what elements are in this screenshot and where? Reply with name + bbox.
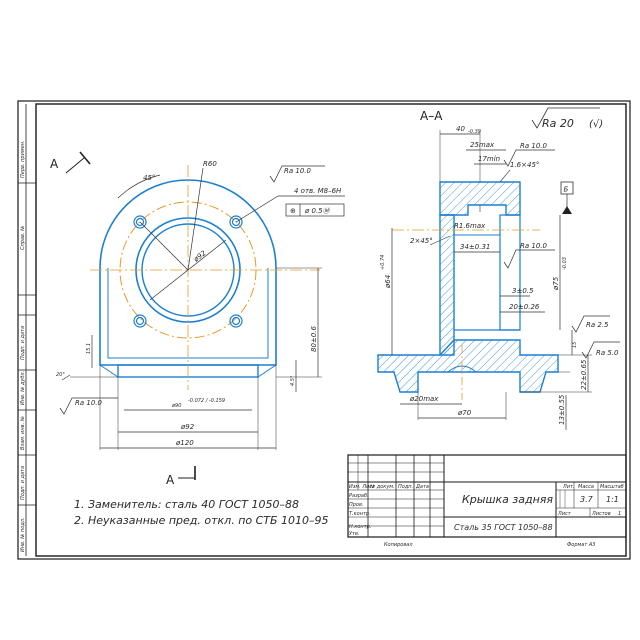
title-block (347, 454, 627, 538)
tb-izm: Изм. Лист (349, 484, 376, 490)
ra-sec-face: Ra 10.0 (520, 242, 548, 250)
dim-chamfer2: 2×45° (410, 237, 433, 245)
dim-d90-tol: -0.072 / -0.159 (188, 398, 225, 404)
dim-20: 20±0.26 (509, 303, 540, 311)
tb-mass-value: 3.7 (580, 495, 594, 504)
dim-d20max: ø20max (409, 395, 439, 403)
tolerance-symbol: ⊕ (290, 207, 296, 215)
section-flange (377, 339, 559, 393)
ra-plan-bottom: Ra 10.0 (75, 399, 103, 407)
dim-d92-inner: ø92 (192, 249, 209, 264)
tb-ndoc: № докум. (369, 484, 395, 490)
material: Сталь 35 ГОСТ 1050–88 (454, 523, 553, 532)
dim-angle45: 45° (143, 174, 155, 182)
tb-sheet-label: Лист (557, 511, 572, 517)
dim-h80: 80±0.6 (310, 326, 318, 352)
stamp-inv-dubl: Инв. № дубл. (20, 371, 26, 405)
dim-3: 3±0.5 (512, 287, 534, 295)
section-view: A–A Ra 20 (√) 40 -0.39 25max (377, 107, 620, 430)
dim-17min: 17min (478, 155, 500, 163)
dim-chamfer16: 1.6×45° (510, 161, 539, 169)
dim-d64: ø64 (384, 275, 392, 289)
tb-copied: Копировал (384, 542, 413, 548)
dim-20deg: 20° (56, 372, 65, 378)
plan-view: A R60 45° ø92 (50, 151, 345, 487)
dim-d75-sub: -0.03 (562, 257, 568, 270)
tb-format: Формат А3 (567, 542, 595, 548)
stamp-vzam: Взам. инв. № (20, 416, 26, 450)
body-outline (99, 179, 277, 366)
section-mark-a-top: A (50, 157, 59, 171)
tb-data: Дата (415, 484, 429, 490)
dim-40-sub: -0.39 (468, 129, 481, 135)
dim-13: 13±0.55 (558, 394, 566, 425)
dim-22: 22±0.65 (580, 359, 588, 390)
tolerance-frame (285, 203, 345, 217)
tb-utv: Утв. (349, 531, 360, 537)
dim-d120: ø120 (175, 439, 194, 447)
datum-label: Б (564, 186, 569, 194)
sheet-frame (17, 100, 631, 560)
note-1: 1. Заменитель: сталь 40 ГОСТ 1050–88 (74, 498, 299, 511)
drawing-border (35, 103, 627, 557)
tb-scale-value: 1:1 (606, 495, 619, 504)
dim-d90: ø90 (171, 403, 181, 409)
dim-d64-sub: +0.74 (380, 255, 386, 270)
section-title: A–A (420, 109, 443, 123)
section-arrow-line (65, 157, 85, 174)
section-mark-a-bottom: A (166, 473, 175, 487)
holes-callout: 4 отв. M8–6H (294, 187, 342, 195)
tb-lit-label: Лит. (562, 484, 575, 490)
tb-mass-label: Масса (578, 484, 594, 490)
dim-40: 40 (456, 125, 465, 133)
dim-r60: R60 (203, 160, 217, 168)
stamp-perv-primen: Перв. примен. (20, 140, 26, 178)
stamp-sprav: Справ. № (20, 226, 26, 250)
bolt-holes (133, 215, 243, 328)
dim-d75: ø75 (552, 276, 560, 291)
ra-sec-bottom: Ra 5.0 (596, 349, 619, 357)
tolerance-value: ø 0.5Ⓜ (304, 207, 331, 215)
ra-sec-corner: Ra 2.5 (586, 321, 609, 329)
ra-general: Ra 20 (542, 117, 574, 130)
tb-podp: Подп. (398, 484, 413, 490)
tb-sheets-value: 1 (618, 511, 621, 517)
stamp-podp-2: Подп. и дата (20, 466, 26, 500)
tb-tkontr: Т.контр. (349, 511, 371, 517)
tb-sheets-label: Листов (591, 511, 611, 517)
tb-scale-label: Масштаб (600, 484, 624, 490)
part-name: Крышка задняя (462, 493, 553, 506)
ra-general-extra: (√) (589, 119, 603, 130)
ra-plan-hole: Ra 10.0 (284, 167, 312, 175)
tb-nkontr: Н.контр. (349, 524, 371, 530)
dim-h45: 4.5° (290, 375, 296, 386)
dim-d92: ø92 (180, 423, 195, 431)
dim-34: 34±0.31 (460, 243, 490, 251)
ra-sec-face-top: Ra 10.0 (520, 142, 548, 150)
dim-15-sec: 15 (572, 342, 578, 348)
note-2: 2. Неуказанные пред. откл. по СТБ 1010–9… (74, 514, 329, 527)
side-stamp (18, 104, 36, 556)
stamp-inv-podl: Инв. № подл. (20, 518, 26, 553)
stamp-podp-1: Подп. и дата (20, 326, 26, 360)
dim-h15: 15.1 (86, 343, 92, 354)
tb-razrab: Разраб. (349, 493, 369, 499)
dim-d70: ø70 (457, 409, 472, 417)
tb-prov: Пров. (349, 502, 364, 508)
dim-25max: 25max (470, 141, 495, 149)
dim-r16: R1.6max (454, 222, 486, 230)
